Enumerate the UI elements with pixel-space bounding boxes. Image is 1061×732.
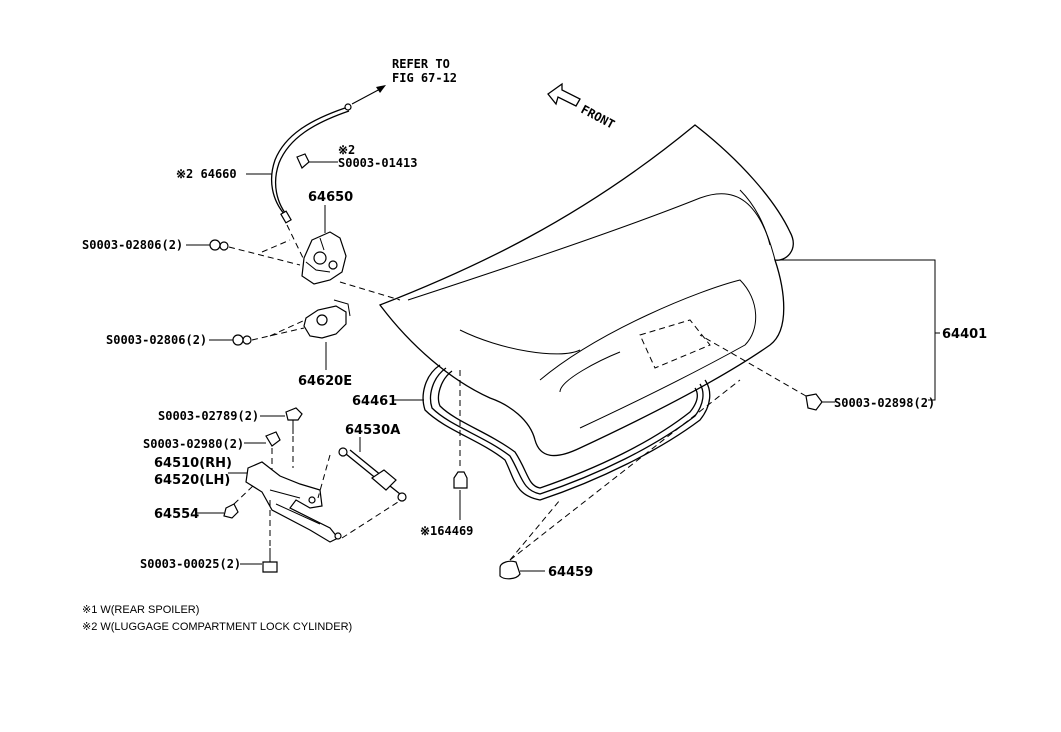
label-64510[interactable]: 64510(RH) [154, 456, 232, 471]
trunk-lock-64650 [301, 231, 347, 285]
refer-arrow [344, 85, 386, 111]
label-64620e[interactable]: 64620E [298, 374, 352, 389]
bolt-00025 [240, 500, 278, 573]
bolt-02806-lower [232, 319, 306, 346]
label-64520[interactable]: 64520(LH) [154, 473, 230, 488]
label-64459[interactable]: 64459 [548, 565, 593, 580]
label-64530a[interactable]: 64530A [345, 423, 400, 438]
bumper-64459 [499, 379, 741, 580]
label-64650[interactable]: 64650 [308, 190, 353, 205]
striker-64620e [303, 299, 351, 339]
strut-64530a [317, 437, 407, 539]
clip-01413 [296, 153, 338, 169]
label-s0003-02789[interactable]: S0003-02789(2) [158, 409, 259, 423]
label-star2: ※2 [338, 143, 355, 157]
front-label: FRONT [579, 102, 617, 131]
front-arrow-icon [547, 82, 581, 107]
refer-to-label[interactable]: REFER TO [392, 57, 450, 71]
bolt-02980 [244, 431, 281, 470]
label-64554[interactable]: 64554 [154, 507, 199, 522]
cushion-64554 [196, 483, 256, 519]
bolt-02898 [699, 334, 823, 411]
label-s0003-02980[interactable]: S0003-02980(2) [143, 437, 244, 451]
hinge-64510-64520 [245, 461, 342, 543]
label-s0003-00025[interactable]: S0003-00025(2) [140, 557, 241, 571]
label-s0003-02806-lower[interactable]: S0003-02806(2) [106, 333, 207, 347]
trunk-lid-64401 [378, 124, 794, 457]
weatherstrip-64461 [422, 364, 711, 501]
label-s0003-02806-upper[interactable]: S0003-02806(2) [82, 238, 183, 252]
bolt-02806-upper [209, 239, 301, 266]
label-64461[interactable]: 64461 [352, 394, 397, 409]
label-s0003-02898[interactable]: S0003-02898(2) [834, 396, 935, 410]
label-s0003-01413[interactable]: S0003-01413 [338, 156, 417, 170]
label-64469[interactable]: ※164469 [420, 524, 473, 538]
bolt-02789 [260, 407, 303, 468]
note-1: ※1 W(REAR SPOILER) [82, 604, 199, 616]
note-2: ※2 W(LUGGAGE COMPARTMENT LOCK CYLINDER) [82, 621, 352, 633]
refer-fig-label[interactable]: FIG 67-12 [392, 71, 457, 85]
label-64660[interactable]: ※2 64660 [176, 167, 237, 181]
cushion-64469 [453, 370, 468, 520]
label-64401[interactable]: 64401 [942, 327, 987, 342]
cable-64660 [271, 107, 350, 263]
